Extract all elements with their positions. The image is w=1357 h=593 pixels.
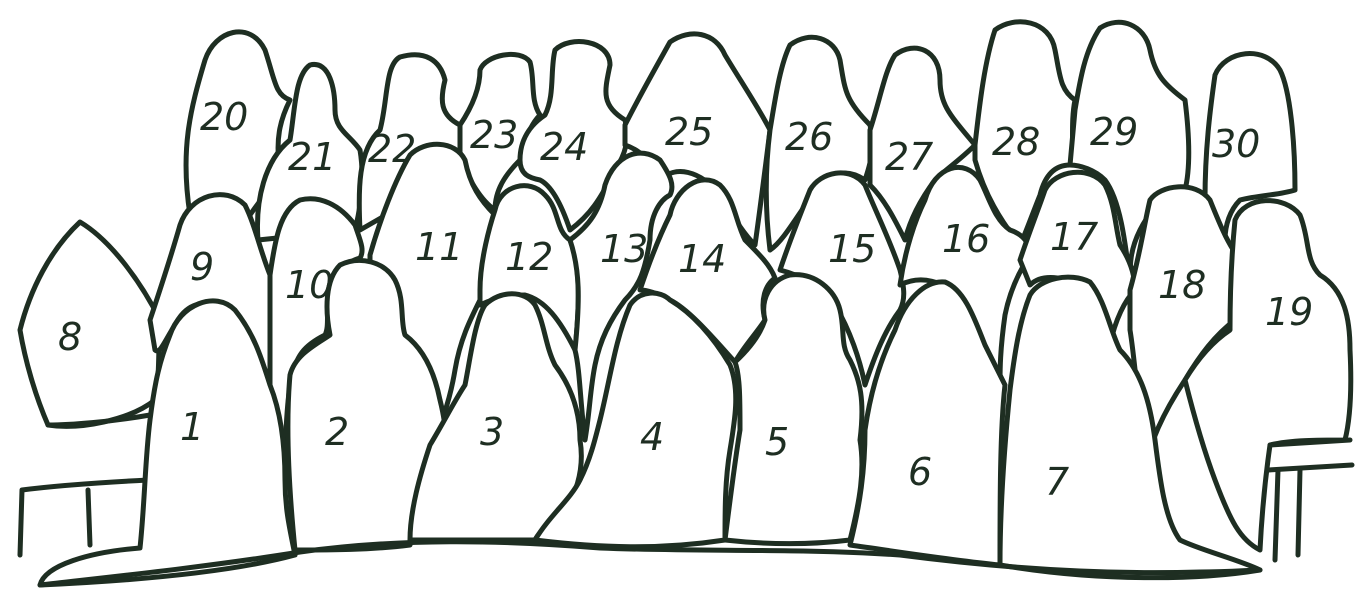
figure-label-20: 20 bbox=[200, 95, 248, 139]
figure-label-23: 23 bbox=[470, 113, 518, 157]
figure-label-19: 19 bbox=[1265, 290, 1313, 334]
figure-8: 8 bbox=[20, 222, 160, 426]
figure-label-24: 24 bbox=[540, 125, 588, 169]
figure-label-14: 14 bbox=[678, 237, 726, 281]
figure-label-3: 3 bbox=[480, 410, 504, 454]
figure-label-30: 30 bbox=[1212, 122, 1260, 166]
right-chair bbox=[1268, 440, 1352, 560]
figure-label-5: 5 bbox=[765, 420, 789, 464]
figure-label-8: 8 bbox=[58, 315, 82, 359]
figure-label-15: 15 bbox=[828, 227, 876, 271]
figure-label-27: 27 bbox=[885, 135, 933, 179]
figure-label-7: 7 bbox=[1045, 460, 1069, 504]
figure-label-9: 9 bbox=[190, 245, 214, 289]
figure-label-11: 11 bbox=[415, 225, 463, 269]
figure-label-29: 29 bbox=[1090, 110, 1138, 154]
left-chair bbox=[20, 415, 150, 555]
figure-label-26: 26 bbox=[785, 115, 833, 159]
figure-label-1: 1 bbox=[180, 405, 204, 449]
figure-label-2: 2 bbox=[325, 410, 349, 454]
figure-label-12: 12 bbox=[505, 235, 553, 279]
figure-label-17: 17 bbox=[1050, 215, 1098, 259]
figure-label-28: 28 bbox=[992, 120, 1040, 164]
figure-label-13: 13 bbox=[600, 227, 648, 271]
figure-label-4: 4 bbox=[640, 415, 664, 459]
figure-label-25: 25 bbox=[665, 110, 713, 154]
figure-label-21: 21 bbox=[288, 135, 336, 179]
figure-label-6: 6 bbox=[908, 450, 932, 494]
figure-label-16: 16 bbox=[942, 217, 990, 261]
figure-label-18: 18 bbox=[1158, 263, 1206, 307]
